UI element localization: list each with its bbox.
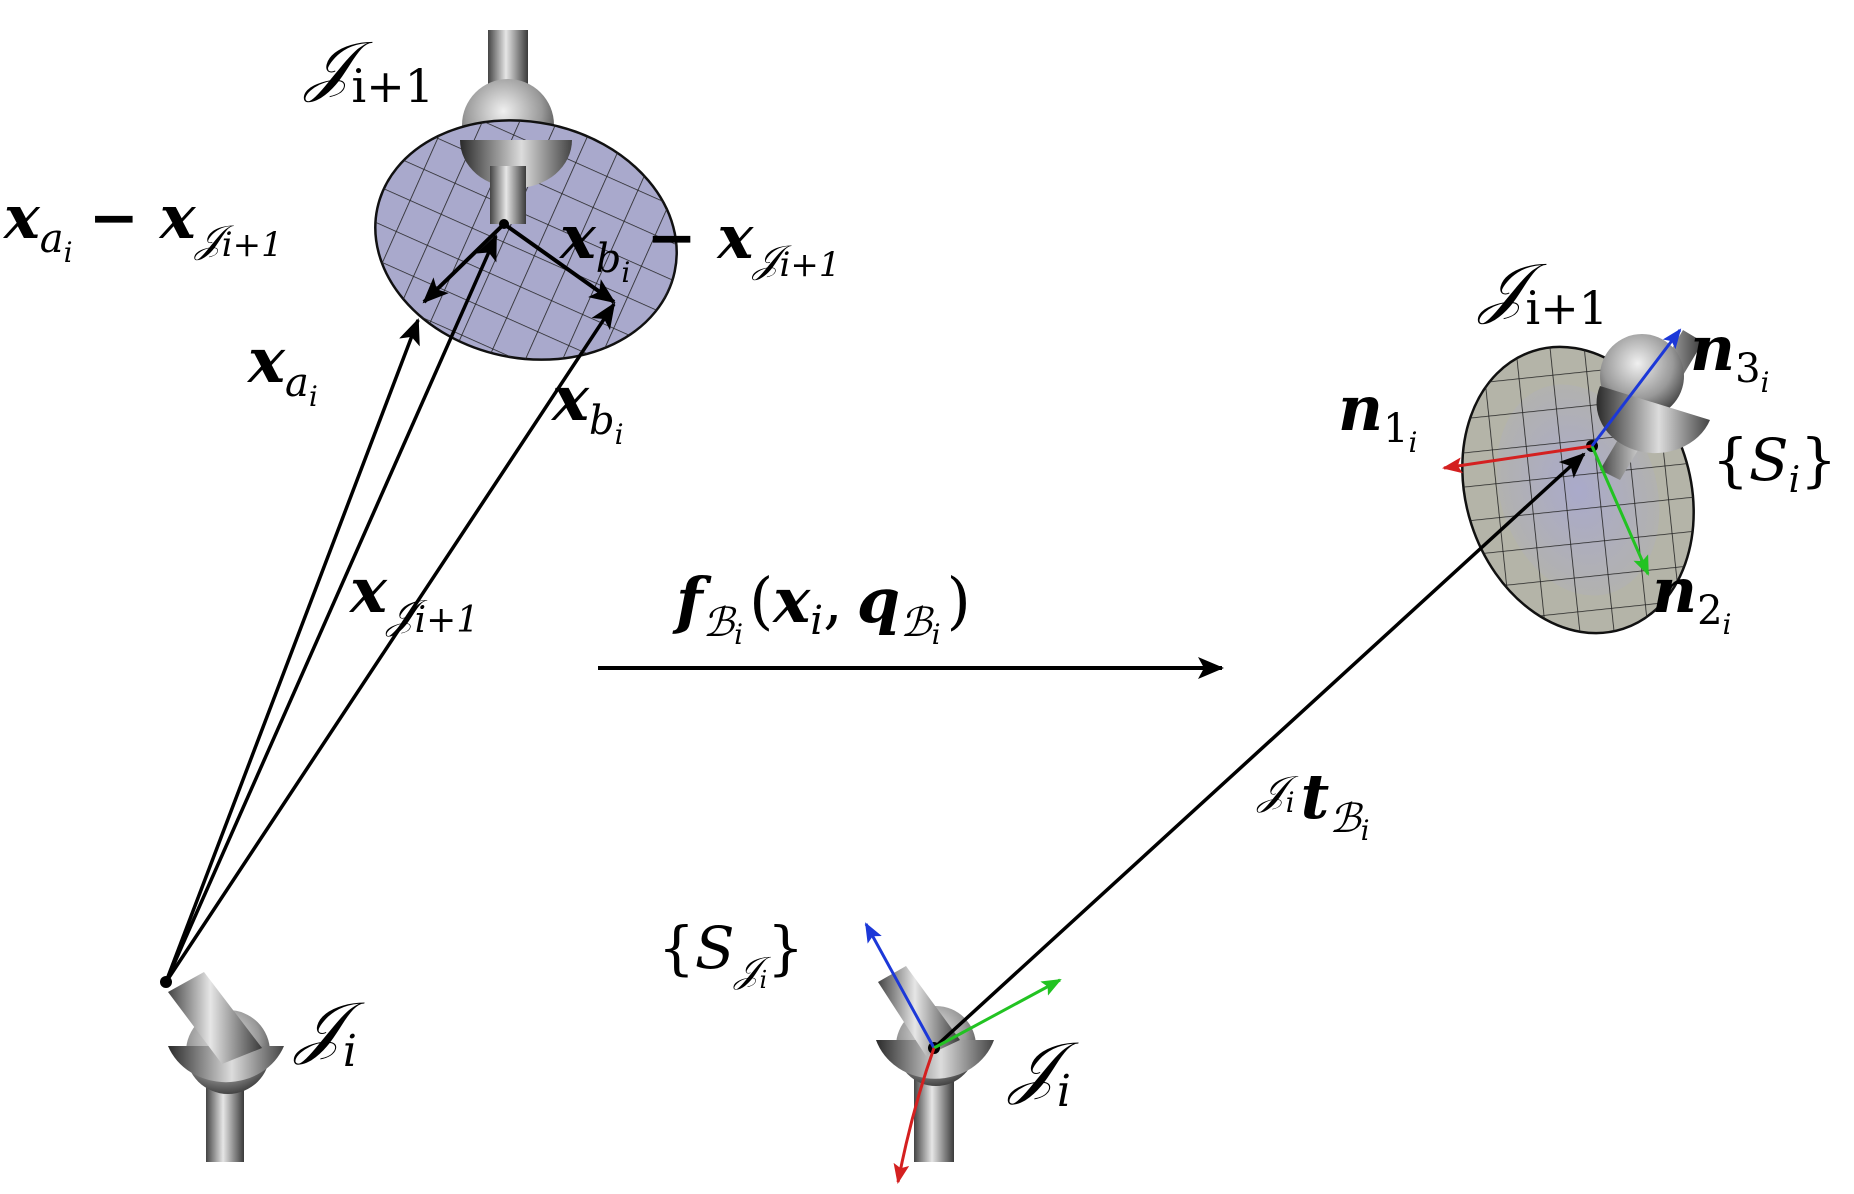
axis-n2: [1590, 445, 1650, 576]
axis-SJ-green: [933, 978, 1062, 1050]
label-xa: xai: [246, 324, 318, 413]
label-n1: n1i: [1338, 372, 1418, 459]
vector-xb: [164, 302, 616, 983]
vector-xa: [164, 318, 420, 983]
label-left-joint-top: 𝒥i+1: [303, 27, 434, 113]
translation-vector: [932, 452, 1586, 1050]
axis-n3: [1590, 328, 1682, 447]
label-mapping-function: fℬi(xi,qℬi): [672, 564, 971, 651]
label-n3: n3i: [1690, 312, 1770, 399]
label-translation: 𝒥itℬi: [1256, 760, 1370, 847]
left-top-cup: [460, 140, 572, 224]
axis-SJ-blue: [864, 922, 936, 1049]
label-right-joint-top: 𝒥i+1: [1477, 249, 1608, 335]
label-Si: {Si}: [1712, 426, 1837, 501]
label-xb: xbi: [550, 362, 624, 451]
label-xa-minus-xJ: xai− x𝒥i+1: [2, 183, 283, 269]
vector-xb-minus-xJ: [502, 222, 616, 304]
axis-n1: [1442, 444, 1593, 474]
vector-xJ: [164, 234, 498, 983]
vector-xa-minus-xJ: [422, 222, 506, 304]
left-bottom-joint: [168, 972, 284, 1162]
label-SJ: {S𝒥i}: [658, 914, 804, 994]
label-left-joint-bottom: 𝒥i: [293, 988, 365, 1077]
label-xb-minus-xJ: xbi− x𝒥i+1: [558, 203, 841, 289]
axis-SJ-red: [893, 1047, 936, 1184]
label-xJ: x𝒥i+1: [348, 554, 479, 641]
label-n2: n2i: [1652, 554, 1732, 641]
right-bottom-joint: [876, 966, 994, 1162]
label-right-joint-bottom: 𝒥i: [1007, 1028, 1079, 1117]
